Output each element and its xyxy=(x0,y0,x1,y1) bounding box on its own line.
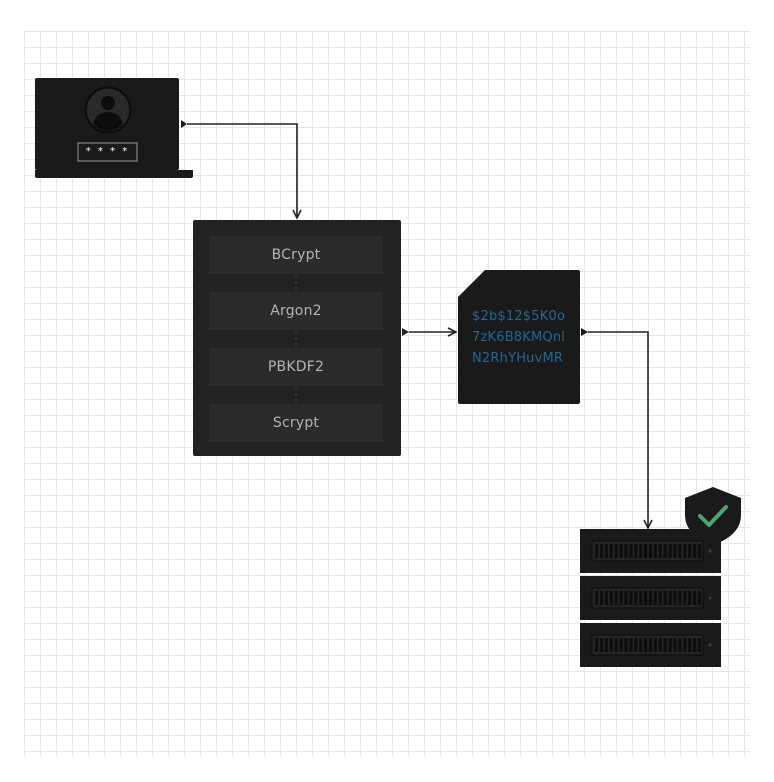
server-slot xyxy=(693,591,697,605)
server-slot xyxy=(614,544,618,558)
server-slot xyxy=(599,544,604,558)
server-slot xyxy=(624,591,628,605)
server-slot xyxy=(609,591,613,605)
server-slot xyxy=(658,544,662,558)
server-slot xyxy=(634,544,638,558)
server-slot xyxy=(678,544,682,558)
algo-pbkdf2: PBKDF2 xyxy=(209,348,383,386)
server-slot xyxy=(697,638,702,652)
server-slot xyxy=(683,638,687,652)
server-slot xyxy=(648,638,653,652)
server-slot xyxy=(614,591,618,605)
connector-start-laptop xyxy=(181,120,187,128)
server-slot xyxy=(658,591,662,605)
server-slot xyxy=(673,591,677,605)
hashing-panel xyxy=(193,220,401,456)
hash-line: $2b$12$5K0o xyxy=(472,309,566,324)
check-mark-icon xyxy=(698,505,728,527)
server-slot xyxy=(624,544,628,558)
server-slot xyxy=(678,591,682,605)
server-slot xyxy=(609,544,613,558)
server-slot xyxy=(668,591,672,605)
pin-mask: * * * * xyxy=(85,146,130,157)
server-led xyxy=(708,643,712,647)
server-slot xyxy=(648,544,653,558)
server-slot xyxy=(688,544,692,558)
server-slot xyxy=(604,544,608,558)
arrow-laptop-to-hash-panel xyxy=(187,123,297,218)
server-slot xyxy=(697,544,702,558)
hash-line: N2RhYHuvMR xyxy=(472,351,564,366)
server-slot xyxy=(653,638,657,652)
server-slot xyxy=(639,638,643,652)
server-slot xyxy=(663,591,667,605)
shield-check-icon xyxy=(685,487,741,545)
server-slot xyxy=(624,638,628,652)
pin-field xyxy=(77,142,138,162)
connector-start-hash xyxy=(581,328,588,336)
arrow-hash-to-server xyxy=(588,331,648,528)
server-slot xyxy=(644,591,648,605)
server-slot xyxy=(697,591,702,605)
algo-argon2: Argon2 xyxy=(209,292,383,330)
laptop-icon xyxy=(35,78,193,178)
hash-line: 7zK6B8KMQnl xyxy=(472,330,566,345)
server-slot xyxy=(634,591,638,605)
algo-bcrypt: BCrypt xyxy=(209,236,383,274)
server-slot xyxy=(595,638,599,652)
server-slot xyxy=(673,544,677,558)
server-slot xyxy=(619,591,623,605)
server-slot xyxy=(629,638,633,652)
server-slot xyxy=(629,591,633,605)
algo-scrypt: Scrypt xyxy=(209,404,383,442)
server-slot xyxy=(648,591,653,605)
server-led xyxy=(708,596,712,600)
server-slot xyxy=(653,544,657,558)
server-slot xyxy=(619,544,623,558)
server-slot xyxy=(604,638,608,652)
server-slot xyxy=(683,544,687,558)
server-slot xyxy=(668,638,672,652)
server-slot xyxy=(634,638,638,652)
server-slot xyxy=(663,638,667,652)
server-slot xyxy=(609,638,613,652)
server-slot xyxy=(604,591,608,605)
server-slot xyxy=(619,638,623,652)
server-slot xyxy=(595,544,599,558)
server-slot xyxy=(668,544,672,558)
server-slot xyxy=(644,638,648,652)
server-led xyxy=(708,549,712,553)
server-slot xyxy=(639,591,643,605)
server-slot xyxy=(644,544,648,558)
server-slot xyxy=(595,591,599,605)
connector-start-panel xyxy=(402,328,409,336)
hash-output: $2b$12$5K0o 7zK6B8KMQnl N2RhYHuvMR xyxy=(472,306,578,369)
server-slot xyxy=(663,544,667,558)
server-slot xyxy=(673,638,677,652)
server-slot xyxy=(629,544,633,558)
server-slot xyxy=(658,638,662,652)
server-slot xyxy=(688,591,692,605)
server-slot xyxy=(683,591,687,605)
server-slot xyxy=(693,544,697,558)
server-slot xyxy=(614,638,618,652)
server-slot xyxy=(639,544,643,558)
server-slot xyxy=(599,591,604,605)
server-slot xyxy=(599,638,604,652)
server-slot xyxy=(693,638,697,652)
server-slot xyxy=(688,638,692,652)
server-slot xyxy=(678,638,682,652)
server-slot xyxy=(653,591,657,605)
server-rack-icon xyxy=(580,529,721,667)
hash-document-icon xyxy=(458,270,580,404)
